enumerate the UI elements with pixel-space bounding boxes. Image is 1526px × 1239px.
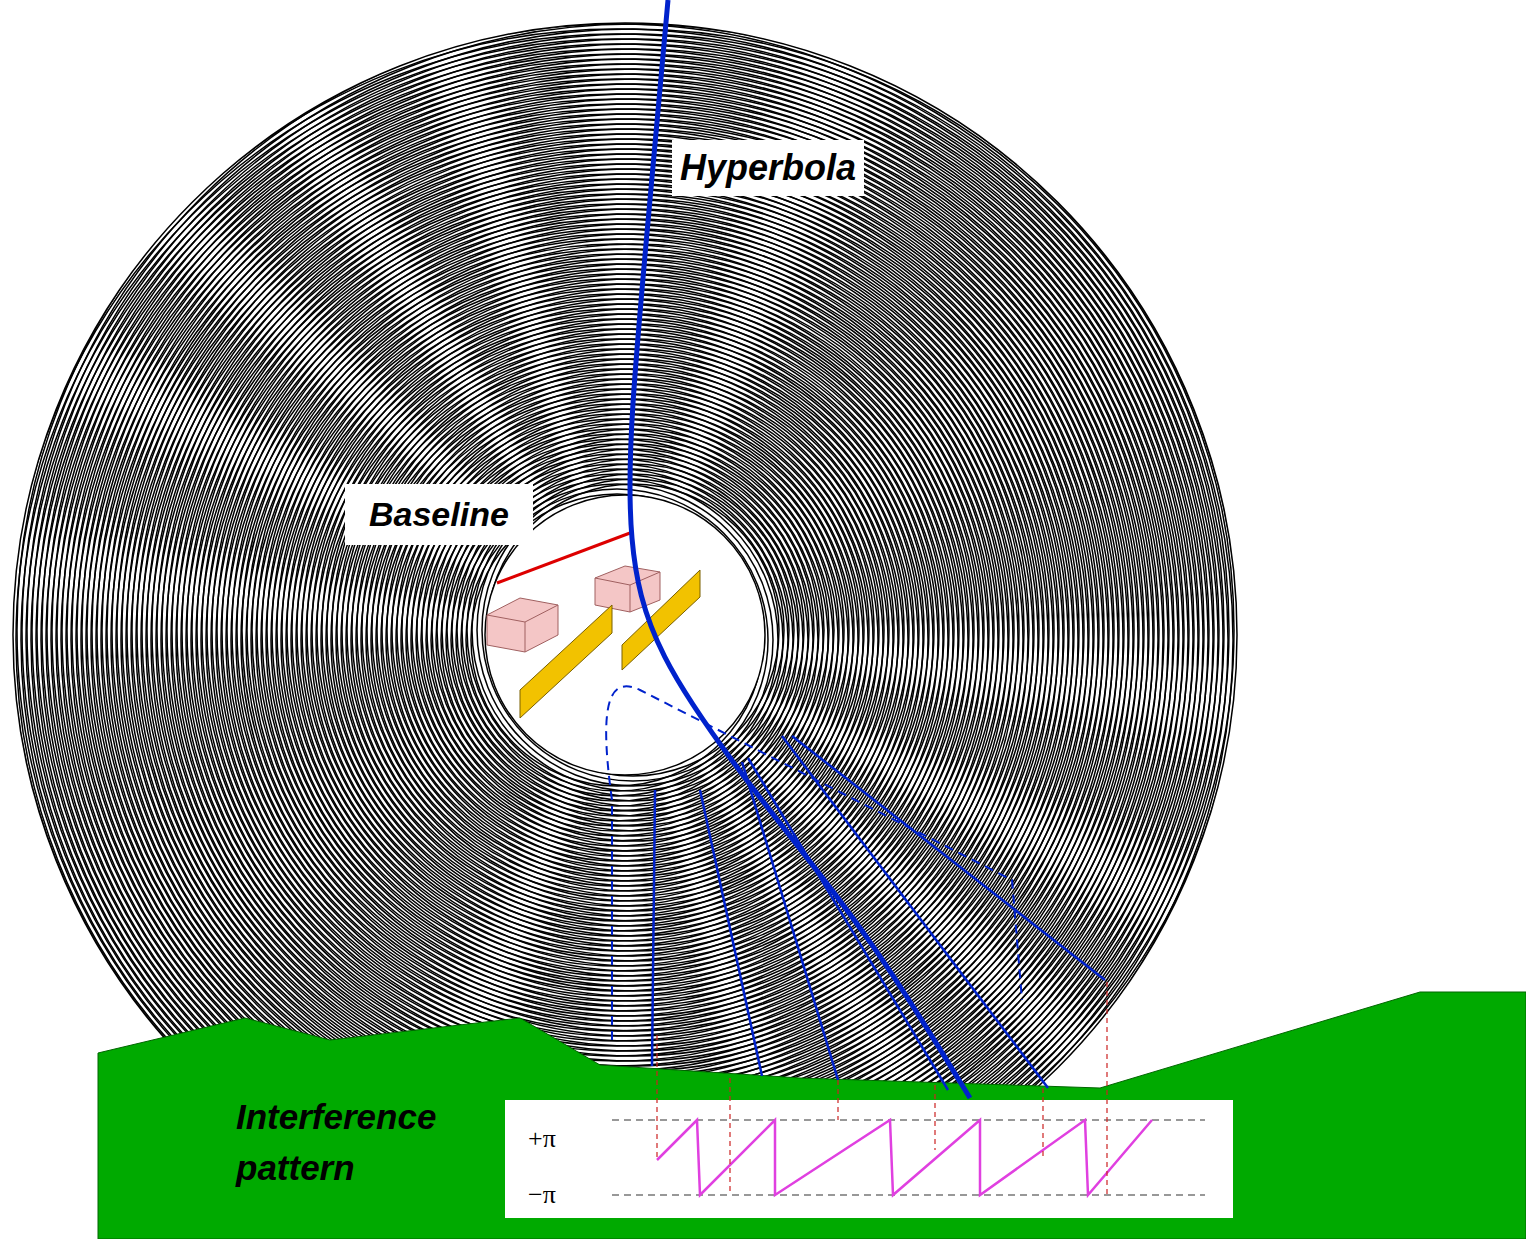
fringe-lines — [606, 0, 1105, 1098]
antenna-box — [595, 566, 660, 612]
wavefront-ring — [407, 404, 859, 856]
wavefront-ring — [247, 244, 1019, 1016]
wavefront-ring — [392, 389, 874, 871]
hyperbola-curve — [630, 0, 970, 1098]
wavefront-ring — [402, 399, 864, 861]
wavefront-ring — [177, 174, 1089, 1086]
wavefront-ring — [81, 104, 1153, 1176]
wavefront-ring — [137, 134, 1129, 1126]
curve-label: Hyperbola — [672, 140, 864, 196]
phase-sawtooth — [657, 1120, 1152, 1195]
baseline-label: Baseline — [345, 484, 533, 545]
wavefront-ring — [132, 129, 1134, 1131]
wavefront-ring — [376, 399, 858, 881]
wavefront-ring — [122, 119, 1144, 1141]
wavefront-ring — [142, 139, 1124, 1121]
wavefront-ring — [397, 394, 869, 866]
fringe-line — [742, 762, 838, 1080]
axis-label: −π — [528, 1176, 556, 1214]
wavefront-ring — [182, 179, 1084, 1081]
antennas — [487, 566, 700, 718]
antenna-plate — [622, 570, 700, 670]
wavefront-ring — [87, 84, 1179, 1176]
wavefront-ring — [257, 254, 1009, 1006]
wavefront-ring — [356, 379, 878, 901]
fringe-line — [748, 758, 948, 1090]
plot-title: Interference pattern — [236, 1092, 498, 1194]
wavefront-ring — [76, 99, 1158, 1181]
antenna-box — [487, 598, 558, 652]
wavefront-ring — [147, 144, 1119, 1116]
wavefront-ring — [92, 89, 1174, 1171]
terrain — [98, 992, 1526, 1239]
projection-line — [934, 1085, 935, 1150]
wavefront-ring — [117, 114, 1149, 1146]
wavefront-ring — [152, 149, 1114, 1111]
wavefront-ring — [361, 384, 873, 896]
axis-label: +π — [528, 1120, 556, 1158]
wavefront-ring — [97, 94, 1169, 1166]
projection-line — [656, 1035, 657, 1160]
wavefront-ring — [417, 414, 849, 846]
fringe-line — [792, 736, 1105, 980]
wavefront-ring — [207, 204, 1059, 1056]
wavefront-ring — [192, 189, 1074, 1071]
wavefront-ring — [386, 409, 848, 871]
wavefront-ring — [381, 404, 853, 876]
wavefront-ring — [366, 389, 868, 891]
phase-limit — [612, 1119, 1205, 1120]
wavefront-ring — [387, 384, 879, 876]
wavefront-ring — [107, 104, 1159, 1156]
wavefront-ring — [212, 209, 1054, 1051]
wavefront-ring — [127, 124, 1139, 1136]
projection-line — [837, 1080, 838, 1120]
wavefront-ring — [242, 239, 1024, 1021]
wavefront-ring — [187, 184, 1079, 1076]
wavefront-ring — [252, 249, 1014, 1011]
fringe-line — [652, 790, 655, 1066]
wavefront-ring — [162, 159, 1104, 1101]
wavefront-ring — [167, 164, 1099, 1096]
wavefront-ring — [102, 99, 1164, 1161]
wavefront-ring — [82, 79, 1184, 1181]
wavefront-ring — [157, 154, 1109, 1106]
wavefront-ring — [412, 409, 854, 851]
fringe-line — [782, 736, 1048, 1088]
projection-line — [729, 1078, 730, 1195]
wavefront-ring — [217, 214, 1049, 1046]
wavefront-ring — [197, 194, 1069, 1066]
wavefront-ring — [172, 169, 1094, 1091]
wavefront-ring — [112, 109, 1154, 1151]
plot-panel — [505, 1100, 1233, 1218]
antenna-plate — [520, 605, 612, 718]
wavefront-ring — [422, 419, 844, 841]
wavefront-ring — [202, 199, 1064, 1061]
projection-line — [1106, 982, 1107, 1195]
wavefront-ring — [371, 394, 863, 886]
fringe-line — [700, 790, 762, 1076]
projection-line — [1042, 1088, 1043, 1160]
